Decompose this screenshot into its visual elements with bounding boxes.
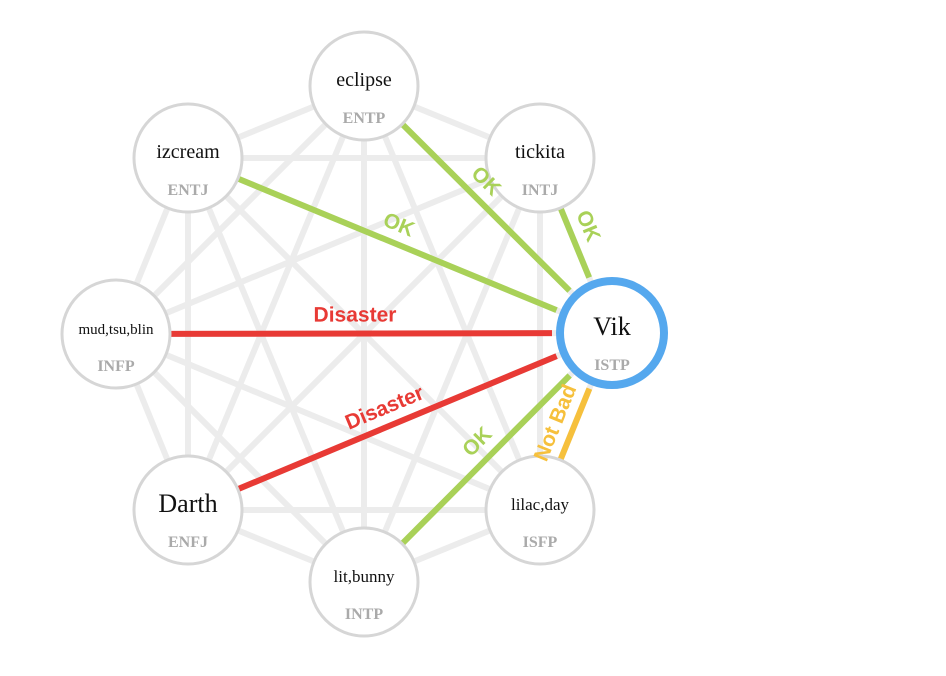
node-name: Vik: [593, 312, 630, 341]
person-nodes: eclipseENTPtickitaINTJVikISTPlilac,dayIS…: [60, 30, 668, 638]
selected-node-ring: [556, 277, 668, 389]
background-edge: [113, 331, 367, 585]
node-name: Darth: [158, 489, 217, 518]
node-name: lit,bunny: [334, 567, 395, 586]
node-ring: [308, 526, 420, 638]
node-name: mud,tsu,blin: [78, 322, 154, 338]
node-type: ENTP: [343, 110, 386, 127]
background-edge: [185, 156, 367, 584]
node-ring: [60, 278, 172, 390]
relation-edges: [157, 113, 593, 555]
node-name: eclipse: [336, 69, 392, 91]
node-name: lilac,day: [511, 495, 570, 514]
node-type: ISTP: [594, 357, 630, 374]
relation-edge-litbunny[interactable]: [391, 373, 572, 555]
relation-edge-eclipse[interactable]: [391, 113, 572, 293]
node-ring: [484, 454, 596, 566]
node-type: ENTJ: [168, 182, 209, 199]
relation-edge-darth[interactable]: [225, 353, 558, 497]
node-type: INFP: [97, 358, 135, 375]
relation-edge-tickita[interactable]: [553, 195, 592, 279]
node-name: tickita: [515, 141, 565, 163]
node-ring: [308, 30, 420, 142]
node-name: izcream: [156, 141, 220, 163]
node-type: ENFJ: [168, 534, 208, 551]
node-ring: [132, 102, 244, 214]
node-ring: [484, 102, 596, 214]
node-type: INTJ: [522, 182, 558, 199]
node-ring: [132, 454, 244, 566]
relation-label-mud: Disaster: [313, 303, 396, 326]
node-type: ISFP: [523, 534, 558, 551]
node-type: INTP: [345, 606, 383, 623]
relation-edge-mud[interactable]: [157, 330, 553, 337]
relation-edge-lilac[interactable]: [553, 387, 593, 473]
relation-edge-izcream[interactable]: [225, 171, 558, 313]
